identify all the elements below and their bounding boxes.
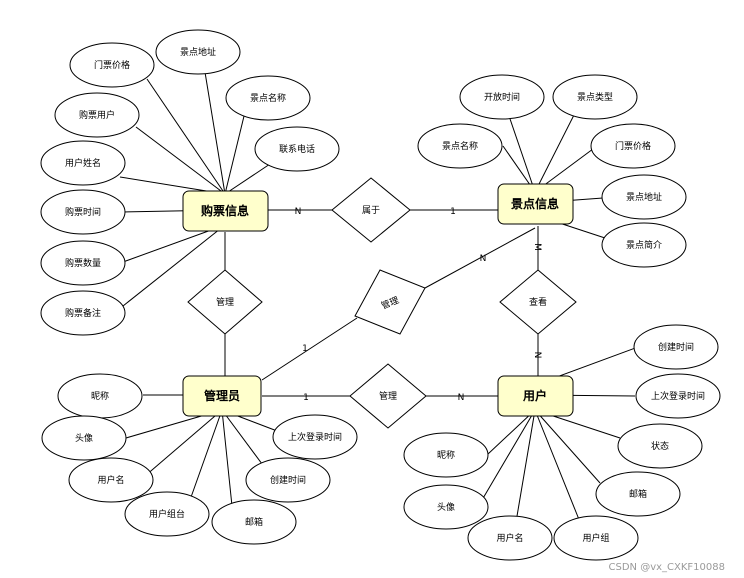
attr-user-nickname: 昵称 — [403, 432, 489, 478]
card-manage-user-user: N — [458, 393, 465, 403]
attr-purchase-note: 购票备注 — [40, 290, 126, 336]
entity-ticket: 购票信息 — [182, 190, 269, 232]
card-manage-scenic-scenic: N — [480, 254, 487, 264]
attr-admin-email: 邮箱 — [211, 499, 297, 545]
attr-admin-created: 创建时间 — [245, 457, 331, 503]
svg-text:门票价格: 门票价格 — [615, 140, 651, 152]
svg-text:用户组台: 用户组台 — [149, 508, 185, 520]
scenic-attributes: 开放时间 景点类型 景点名称 门票价格 景点地址 景点简介 — [417, 74, 687, 268]
svg-text:购票数量: 购票数量 — [65, 257, 101, 269]
attr-purchase-time: 购票时间 — [40, 189, 126, 235]
attr-user-username: 用户名 — [467, 515, 553, 561]
admin-attributes: 昵称 头像 用户名 上次登录时间 用户组台 创建时间 邮箱 — [41, 373, 358, 545]
svg-text:创建时间: 创建时间 — [270, 474, 306, 486]
attr-buyer: 购票用户 — [54, 92, 140, 138]
svg-text:上次登录时间: 上次登录时间 — [288, 431, 342, 443]
svg-text:景点简介: 景点简介 — [626, 239, 662, 251]
svg-text:邮箱: 邮箱 — [629, 488, 647, 500]
svg-text:景点地址: 景点地址 — [626, 191, 662, 203]
attr-user-email: 邮箱 — [595, 471, 681, 517]
attr-admin-nickname: 昵称 — [57, 373, 143, 419]
entity-scenic: 景点信息 — [497, 183, 574, 225]
svg-text:管理: 管理 — [216, 296, 234, 308]
attr-scenic-name: 景点名称 — [225, 75, 311, 121]
card-manage-user-admin: 1 — [303, 393, 309, 403]
attr-user-last-login: 上次登录时间 — [635, 373, 721, 419]
attr-ticket-price: 门票价格 — [69, 42, 155, 88]
svg-text:景点名称: 景点名称 — [250, 92, 286, 104]
svg-text:管理员: 管理员 — [204, 388, 240, 403]
relationship-belongs: 属于 — [331, 177, 411, 243]
svg-text:购票时间: 购票时间 — [65, 206, 101, 218]
attr-user-avatar: 头像 — [403, 484, 489, 530]
attr-admin-last-login: 上次登录时间 — [272, 414, 358, 460]
svg-text:属于: 属于 — [362, 205, 380, 216]
attr-scenic-address2: 景点地址 — [601, 174, 687, 220]
svg-text:购票用户: 购票用户 — [79, 109, 115, 121]
attr-user-created: 创建时间 — [633, 324, 719, 370]
attr-user-name: 用户姓名 — [40, 140, 126, 186]
svg-text:景点地址: 景点地址 — [180, 46, 216, 58]
card-belongs-ticket: N — [295, 207, 302, 217]
attr-scenic-name2: 景点名称 — [417, 123, 503, 169]
attr-scenic-type: 景点类型 — [552, 74, 638, 120]
watermark: CSDN @vx_CXKF10088 — [609, 562, 725, 573]
attr-admin-avatar: 头像 — [41, 415, 127, 461]
svg-text:购票备注: 购票备注 — [65, 307, 101, 319]
relationship-manage-scenic: 管理 — [354, 269, 426, 335]
card-view-user: N — [532, 352, 542, 359]
relationship-manage-user: 管理 — [349, 363, 427, 429]
attr-contact-phone: 联系电话 — [254, 126, 340, 172]
card-manage-scenic-admin: 1 — [302, 344, 308, 354]
svg-text:门票价格: 门票价格 — [94, 59, 130, 71]
svg-text:创建时间: 创建时间 — [658, 341, 694, 353]
svg-text:购票信息: 购票信息 — [201, 203, 249, 218]
entity-admin: 管理员 — [182, 375, 262, 417]
svg-text:昵称: 昵称 — [91, 390, 109, 402]
card-belongs-scenic: 1 — [450, 207, 456, 217]
user-attributes: 创建时间 上次登录时间 状态 邮箱 昵称 头像 用户名 用户组 — [403, 324, 721, 561]
attr-admin-username: 用户名 — [68, 457, 154, 503]
svg-text:邮箱: 邮箱 — [245, 516, 263, 528]
attr-scenic-intro: 景点简介 — [601, 222, 687, 268]
svg-text:查看: 查看 — [529, 296, 547, 308]
cardinalities: N 1 1 N M N 1 N — [295, 207, 542, 403]
svg-text:用户姓名: 用户姓名 — [65, 157, 101, 169]
attr-ticket-price2: 门票价格 — [590, 123, 676, 169]
svg-text:用户名: 用户名 — [97, 474, 124, 486]
svg-text:用户名: 用户名 — [496, 532, 523, 544]
attr-open-time: 开放时间 — [459, 74, 545, 120]
svg-text:开放时间: 开放时间 — [484, 91, 520, 103]
attr-purchase-qty: 购票数量 — [40, 240, 126, 286]
svg-text:景点信息: 景点信息 — [511, 196, 559, 211]
svg-text:昵称: 昵称 — [437, 449, 455, 461]
attr-admin-group: 用户组台 — [124, 491, 210, 537]
svg-text:管理: 管理 — [379, 390, 397, 402]
card-view-scenic: M — [532, 243, 542, 251]
attr-user-group: 用户组 — [553, 515, 639, 561]
svg-text:上次登录时间: 上次登录时间 — [651, 390, 705, 402]
attr-user-status: 状态 — [617, 423, 703, 469]
ticket-attributes: 门票价格 景点地址 景点名称 购票用户 联系电话 用户姓名 购票时间 购票数量 … — [40, 29, 340, 336]
svg-text:景点类型: 景点类型 — [577, 91, 613, 103]
relationship-manage-ticket: 管理 — [187, 269, 263, 335]
svg-text:用户组: 用户组 — [582, 532, 609, 544]
svg-text:头像: 头像 — [437, 501, 455, 513]
entity-user: 用户 — [497, 375, 574, 417]
svg-text:头像: 头像 — [75, 432, 93, 444]
svg-text:状态: 状态 — [651, 440, 669, 452]
relationship-view: 查看 — [499, 269, 577, 335]
attr-scenic-address: 景点地址 — [155, 29, 241, 75]
svg-text:联系电话: 联系电话 — [279, 143, 315, 155]
svg-text:景点名称: 景点名称 — [442, 140, 478, 152]
svg-text:用户: 用户 — [522, 388, 547, 403]
